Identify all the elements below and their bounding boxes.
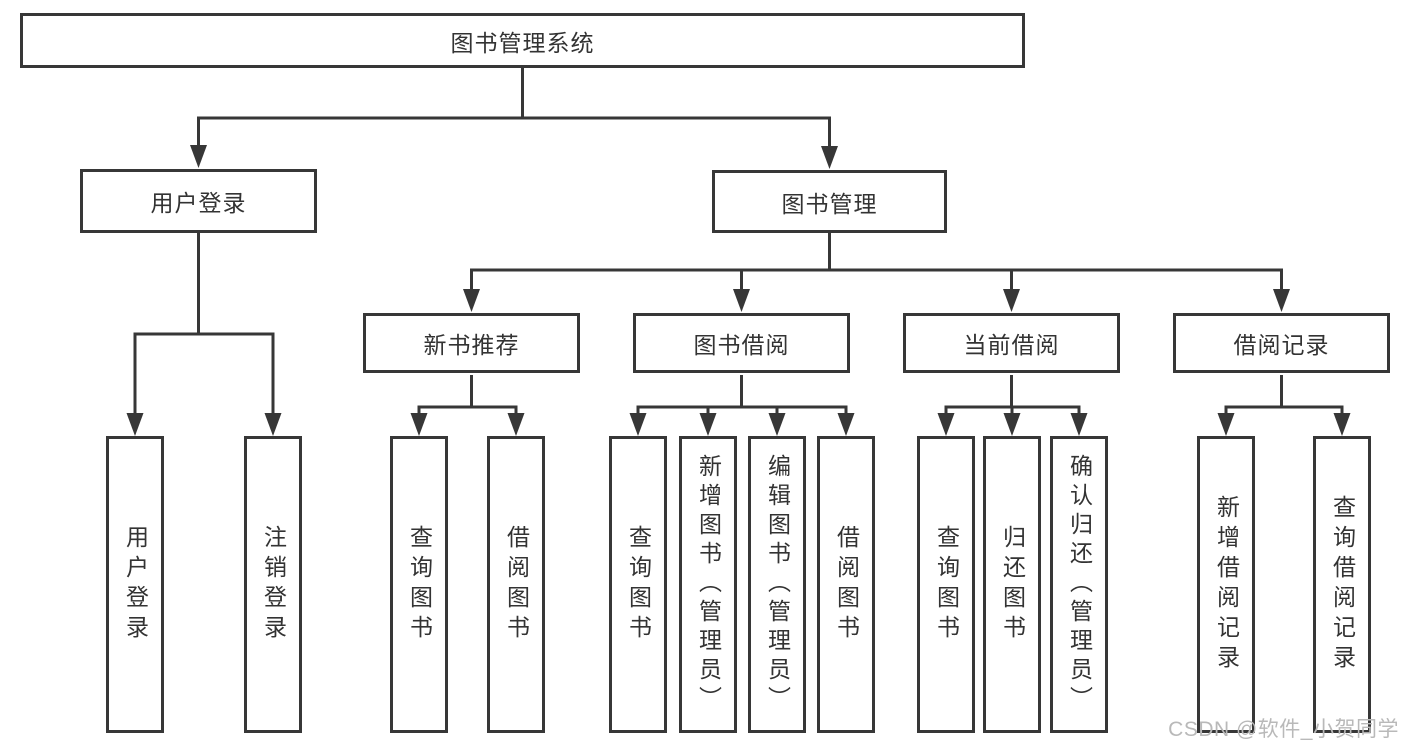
leaf-recommend-borrow-books: 借阅图书 <box>487 436 545 733</box>
leaf-recommend-borrow-books-label: 借阅图书 <box>503 524 530 645</box>
leaf-logout-label: 注销登录 <box>260 524 287 645</box>
leaf-borrow-query-books: 查询图书 <box>609 436 667 733</box>
node-book-management: 图书管理 <box>712 170 947 233</box>
node-current-borrow-label: 当前借阅 <box>963 332 1060 358</box>
node-root-label: 图书管理系统 <box>450 29 595 56</box>
leaf-borrow-books-label: 借阅图书 <box>833 524 860 645</box>
leaf-add-books-admin-label: 新增图书（管理员） <box>695 454 722 715</box>
connectors-book-borrow <box>629 375 855 436</box>
connectors-current-borrow <box>937 375 1088 436</box>
node-current-borrow: 当前借阅 <box>903 313 1120 373</box>
leaf-add-borrow-record-label: 新增借阅记录 <box>1213 494 1240 675</box>
leaf-confirm-return-admin-label: 确认归还（管理员） <box>1066 454 1093 715</box>
leaf-return-books-label: 归还图书 <box>999 524 1026 645</box>
leaf-recommend-query-books: 查询图书 <box>390 436 448 733</box>
connectors-new-book <box>410 375 525 436</box>
node-user-login-label: 用户登录 <box>150 190 247 216</box>
leaf-return-books: 归还图书 <box>983 436 1041 733</box>
connectors-root <box>190 68 838 169</box>
leaf-query-borrow-record-label: 查询借阅记录 <box>1329 494 1356 675</box>
connectors-management <box>463 233 1290 312</box>
leaf-user-login: 用户登录 <box>106 436 164 733</box>
node-new-book-recommend-label: 新书推荐 <box>423 332 520 358</box>
connectors-login <box>126 233 282 436</box>
leaf-user-login-label: 用户登录 <box>122 524 149 645</box>
node-new-book-recommend: 新书推荐 <box>363 313 580 373</box>
leaf-edit-books-admin-label: 编辑图书（管理员） <box>764 454 791 715</box>
node-borrow-records-label: 借阅记录 <box>1233 332 1330 358</box>
leaf-query-borrow-record: 查询借阅记录 <box>1313 436 1371 733</box>
leaf-recommend-query-books-label: 查询图书 <box>406 524 433 645</box>
node-book-management-label: 图书管理 <box>781 190 878 217</box>
node-book-borrow: 图书借阅 <box>633 313 850 373</box>
node-book-borrow-label: 图书借阅 <box>693 332 790 358</box>
leaf-borrow-books: 借阅图书 <box>817 436 875 733</box>
node-borrow-records: 借阅记录 <box>1173 313 1390 373</box>
leaf-current-query-books-label: 查询图书 <box>933 524 960 645</box>
leaf-borrow-query-books-label: 查询图书 <box>625 524 652 645</box>
node-root: 图书管理系统 <box>20 13 1025 68</box>
leaf-current-query-books: 查询图书 <box>917 436 975 733</box>
leaf-logout: 注销登录 <box>244 436 302 733</box>
leaf-confirm-return-admin: 确认归还（管理员） <box>1050 436 1108 733</box>
leaf-edit-books-admin: 编辑图书（管理员） <box>748 436 806 733</box>
leaf-add-books-admin: 新增图书（管理员） <box>679 436 737 733</box>
csdn-watermark: CSDN @软件_小贺同学 <box>1168 718 1399 741</box>
leaf-add-borrow-record: 新增借阅记录 <box>1197 436 1255 733</box>
node-user-login: 用户登录 <box>80 169 317 233</box>
connectors-borrow-records <box>1217 375 1351 436</box>
